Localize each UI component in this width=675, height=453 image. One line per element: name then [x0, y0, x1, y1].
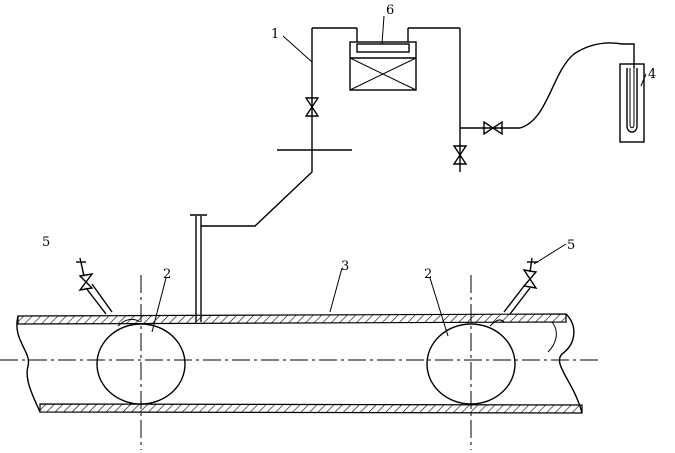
right-injector [503, 257, 538, 315]
manifold [277, 27, 358, 151]
pipe-bottom-wall [39, 403, 583, 414]
horizontal-valve-icon [483, 120, 503, 136]
flex-hose [519, 42, 635, 129]
label-3: 3 [341, 259, 349, 274]
label-2-left: 2 [163, 267, 171, 282]
label-4: 4 [648, 67, 656, 82]
leader-lines [151, 15, 647, 337]
label-5-left: 5 [42, 235, 50, 250]
lower-valve-icon [452, 145, 468, 165]
main-pipe [0, 313, 600, 414]
label-6: 6 [386, 3, 394, 18]
left-injector [76, 257, 113, 315]
upper-valve-icon [304, 97, 320, 117]
probe-tube [190, 150, 313, 322]
pipe-right-break [558, 313, 583, 414]
instrument-box [349, 41, 417, 91]
right-pig [426, 275, 516, 450]
u-tube-manometer [619, 63, 645, 143]
pipe-top-wall [17, 313, 567, 325]
pipe-left-break [16, 315, 41, 413]
outlet-line [407, 27, 520, 172]
label-2-right: 2 [424, 267, 432, 282]
label-5-right: 5 [567, 238, 575, 253]
label-1: 1 [271, 27, 279, 42]
left-pig [96, 275, 186, 450]
